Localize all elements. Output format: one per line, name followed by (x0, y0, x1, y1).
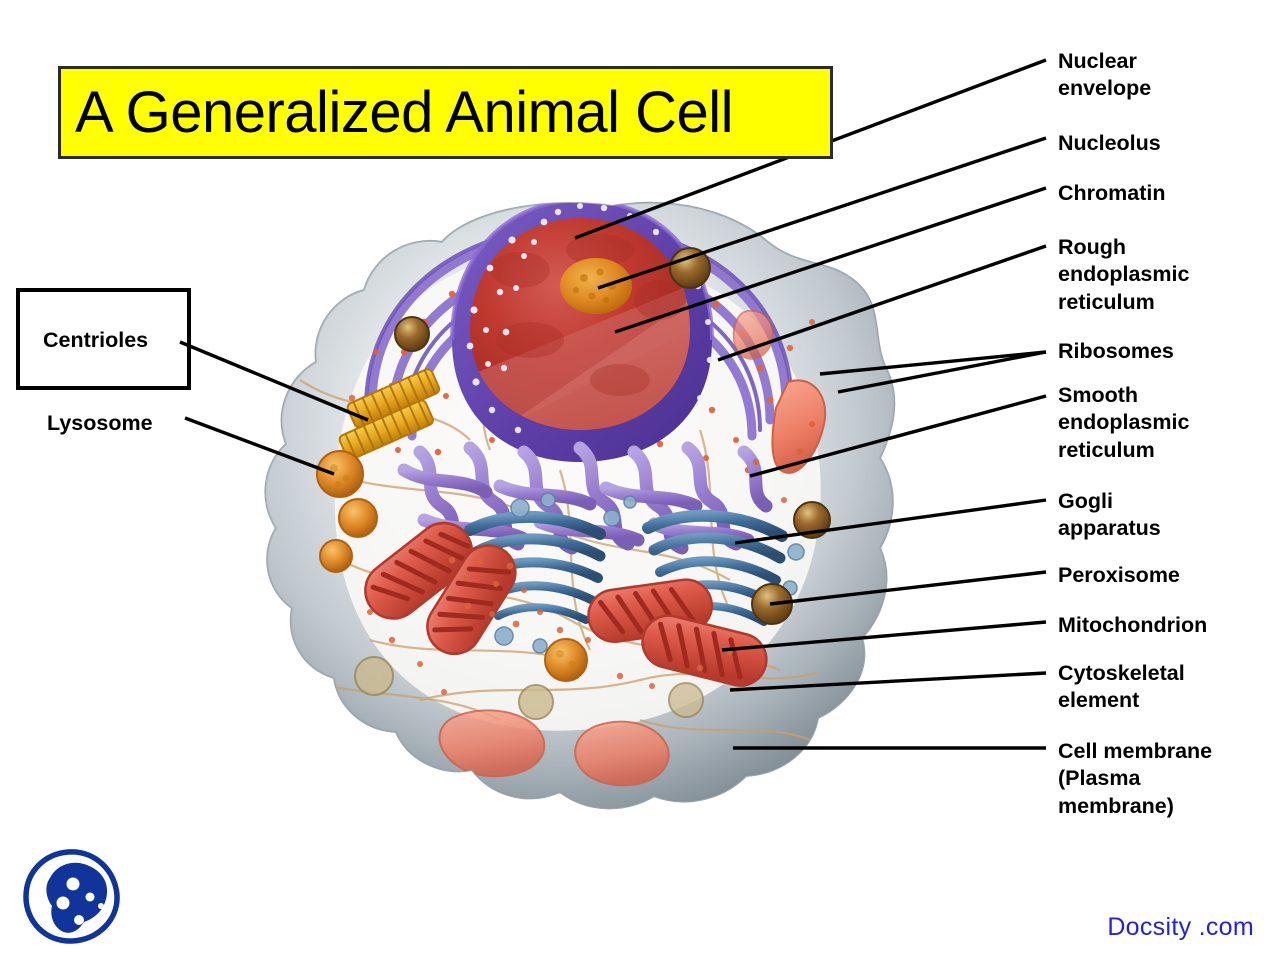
golgi-vesicles (470, 492, 805, 654)
mitochondria-group (364, 521, 768, 687)
lysosome (338, 498, 378, 538)
mitochondrion (364, 521, 474, 620)
mitochondrion (426, 544, 517, 656)
centrioles (338, 368, 441, 461)
lysosome (544, 638, 588, 682)
label-chromatin: Chromatin (1058, 181, 1166, 205)
docsity-watermark: Docsity .com (1107, 913, 1254, 941)
label-mitochondrion: Mitochondrion (1058, 613, 1208, 637)
label-ribosomes: Ribosomes (1058, 339, 1174, 363)
docsity-logo-icon (23, 849, 120, 944)
label-cytoskeletal-element: Cytoskeletal element (1058, 661, 1185, 713)
label-nucleolus: Nucleolus (1058, 131, 1161, 155)
label-cell-membrane: Cell membrane (Plasma membrane) (1058, 739, 1213, 818)
peroxisome (518, 684, 554, 720)
label-lysosome: Lysosome (47, 411, 153, 435)
label-peroxisome: Peroxisome (1058, 563, 1180, 587)
peroxisome (394, 316, 430, 352)
lysosome (319, 539, 353, 573)
label-rough-endoplasmic-reticulum: Rough endoplasmic reticulum (1058, 235, 1190, 314)
label-golgi-apparatus: Gogli apparatus (1058, 489, 1161, 541)
label-nuclear-envelope: Nuclear envelope (1058, 49, 1152, 101)
centrioles-callout-box (16, 288, 191, 390)
page-title: A Generalized Animal Cell (75, 80, 734, 145)
peroxisome (668, 682, 704, 718)
title-banner: A Generalized Animal Cell (58, 66, 833, 159)
label-smooth-endoplasmic-reticulum: Smooth endoplasmic reticulum (1058, 383, 1190, 462)
peroxisome (354, 656, 394, 696)
label-centrioles: Centrioles (43, 328, 149, 352)
